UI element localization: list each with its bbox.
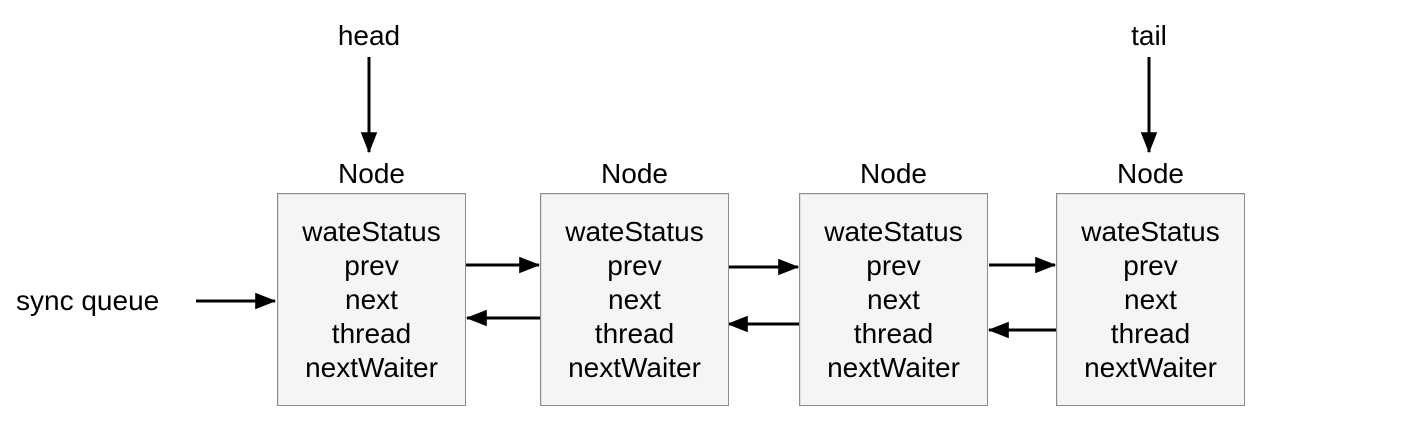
head-label: head bbox=[337, 20, 401, 51]
node-3: Node wateStatus prev next thread nextWai… bbox=[799, 158, 988, 406]
field-next: next bbox=[345, 283, 398, 315]
field-prev: prev bbox=[607, 249, 662, 281]
field-waitStatus: wateStatus bbox=[1081, 215, 1220, 247]
node-box: wateStatus prev next thread nextWaiter bbox=[1056, 193, 1245, 406]
field-waitStatus: wateStatus bbox=[302, 215, 441, 247]
node-4: Node wateStatus prev next thread nextWai… bbox=[1056, 158, 1245, 406]
node-title: Node bbox=[860, 158, 927, 189]
tail-label: tail bbox=[1131, 20, 1167, 51]
field-thread: thread bbox=[1110, 317, 1191, 349]
field-thread: thread bbox=[853, 317, 934, 349]
field-nextWaiter: nextWaiter bbox=[305, 351, 438, 383]
field-prev: prev bbox=[1123, 249, 1178, 281]
field-thread: thread bbox=[594, 317, 675, 349]
node-box: wateStatus prev next thread nextWaiter bbox=[799, 193, 988, 406]
field-next: next bbox=[608, 283, 661, 315]
field-prev: prev bbox=[866, 249, 921, 281]
field-prev: prev bbox=[344, 249, 399, 281]
node-title: Node bbox=[1117, 158, 1184, 189]
field-waitStatus: wateStatus bbox=[824, 215, 963, 247]
node-box: wateStatus prev next thread nextWaiter bbox=[540, 193, 729, 406]
field-nextWaiter: nextWaiter bbox=[1084, 351, 1217, 383]
node-title: Node bbox=[601, 158, 668, 189]
field-nextWaiter: nextWaiter bbox=[568, 351, 701, 383]
node-2: Node wateStatus prev next thread nextWai… bbox=[540, 158, 729, 406]
node-1: Node wateStatus prev next thread nextWai… bbox=[277, 158, 466, 406]
field-next: next bbox=[867, 283, 920, 315]
field-nextWaiter: nextWaiter bbox=[827, 351, 960, 383]
node-box: wateStatus prev next thread nextWaiter bbox=[277, 193, 466, 406]
sync-queue-label: sync queue bbox=[16, 285, 160, 316]
field-waitStatus: wateStatus bbox=[565, 215, 704, 247]
field-thread: thread bbox=[331, 317, 412, 349]
node-title: Node bbox=[338, 158, 405, 189]
field-next: next bbox=[1124, 283, 1177, 315]
